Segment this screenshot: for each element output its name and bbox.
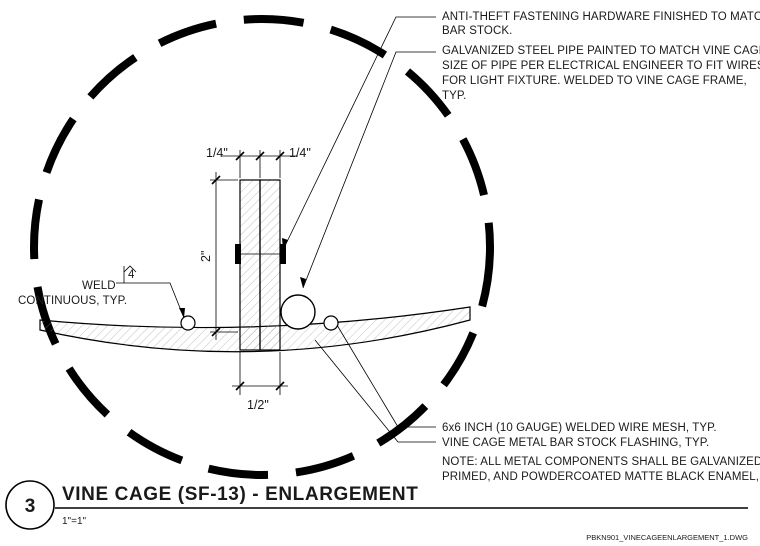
- dim-height: 2": [199, 251, 213, 262]
- note-pipe-line2: SIZE OF PIPE PER ELECTRICAL ENGINEER TO …: [442, 60, 760, 72]
- detail-number: 3: [25, 496, 36, 517]
- wire-mesh-left: [180, 315, 196, 331]
- note-weld: WELD CONTINUOUS, TYP.: [18, 280, 127, 307]
- dim-left-thickness: 1/4": [206, 146, 228, 160]
- left-plate: [239, 179, 261, 351]
- wire-mesh-right: [323, 315, 339, 331]
- note-wire-mesh: 6x6 INCH (10 GAUGE) WELDED WIRE MESH, TY…: [442, 422, 717, 434]
- anti-theft-fastener-right: [280, 244, 286, 264]
- drawing-filename: PBKN901_VINECAGEENLARGEMENT_1.DWG: [586, 533, 748, 542]
- height-dimension: [210, 172, 238, 340]
- note-pipe-line1: GALVANIZED STEEL PIPE PAINTED TO MATCH V…: [442, 45, 760, 57]
- note-general: NOTE: ALL METAL COMPONENTS SHALL BE GALV…: [442, 456, 760, 483]
- note-weld-line1: WELD: [82, 280, 116, 292]
- note-flashing: VINE CAGE METAL BAR STOCK FLASHING, TYP.: [442, 437, 709, 449]
- detail-title: VINE CAGE (SF-13) - ENLARGEMENT: [62, 484, 418, 505]
- note-anti-theft-line1: ANTI-THEFT FASTENING HARDWARE FINISHED T…: [442, 11, 760, 23]
- top-dimension: [222, 150, 298, 178]
- leader-arrowheads: [179, 238, 306, 318]
- leader-lines: [116, 16, 436, 443]
- note-general-line2: PRIMED, AND POWDERCOATED MATTE BLACK ENA…: [442, 471, 760, 483]
- detail-number-bubble: [5, 480, 55, 530]
- detail-scale: 1"=1": [62, 516, 87, 527]
- note-anti-theft-line2: BAR STOCK.: [442, 25, 512, 37]
- right-plate: [259, 179, 281, 351]
- note-pipe-line4: TYP.: [442, 90, 466, 102]
- dim-right-thickness: 1/4": [289, 146, 311, 160]
- note-weld-line2: CONTINUOUS, TYP.: [18, 295, 127, 307]
- enlargement-boundary-circle: [30, 15, 494, 479]
- anti-theft-fastener-left: [235, 244, 241, 264]
- note-galvanized-pipe: GALVANIZED STEEL PIPE PAINTED TO MATCH V…: [442, 45, 760, 102]
- bottom-dimension: [232, 352, 288, 395]
- note-pipe-line3: FOR LIGHT FIXTURE. WELDED TO VINE CAGE F…: [442, 75, 747, 87]
- dim-width: 1/2": [247, 398, 269, 412]
- galvanized-steel-pipe: [280, 294, 316, 330]
- weld-symbol-size: 4: [128, 269, 135, 281]
- note-general-line1: NOTE: ALL METAL COMPONENTS SHALL BE GALV…: [442, 456, 760, 468]
- note-anti-theft-hardware: ANTI-THEFT FASTENING HARDWARE FINISHED T…: [442, 11, 760, 37]
